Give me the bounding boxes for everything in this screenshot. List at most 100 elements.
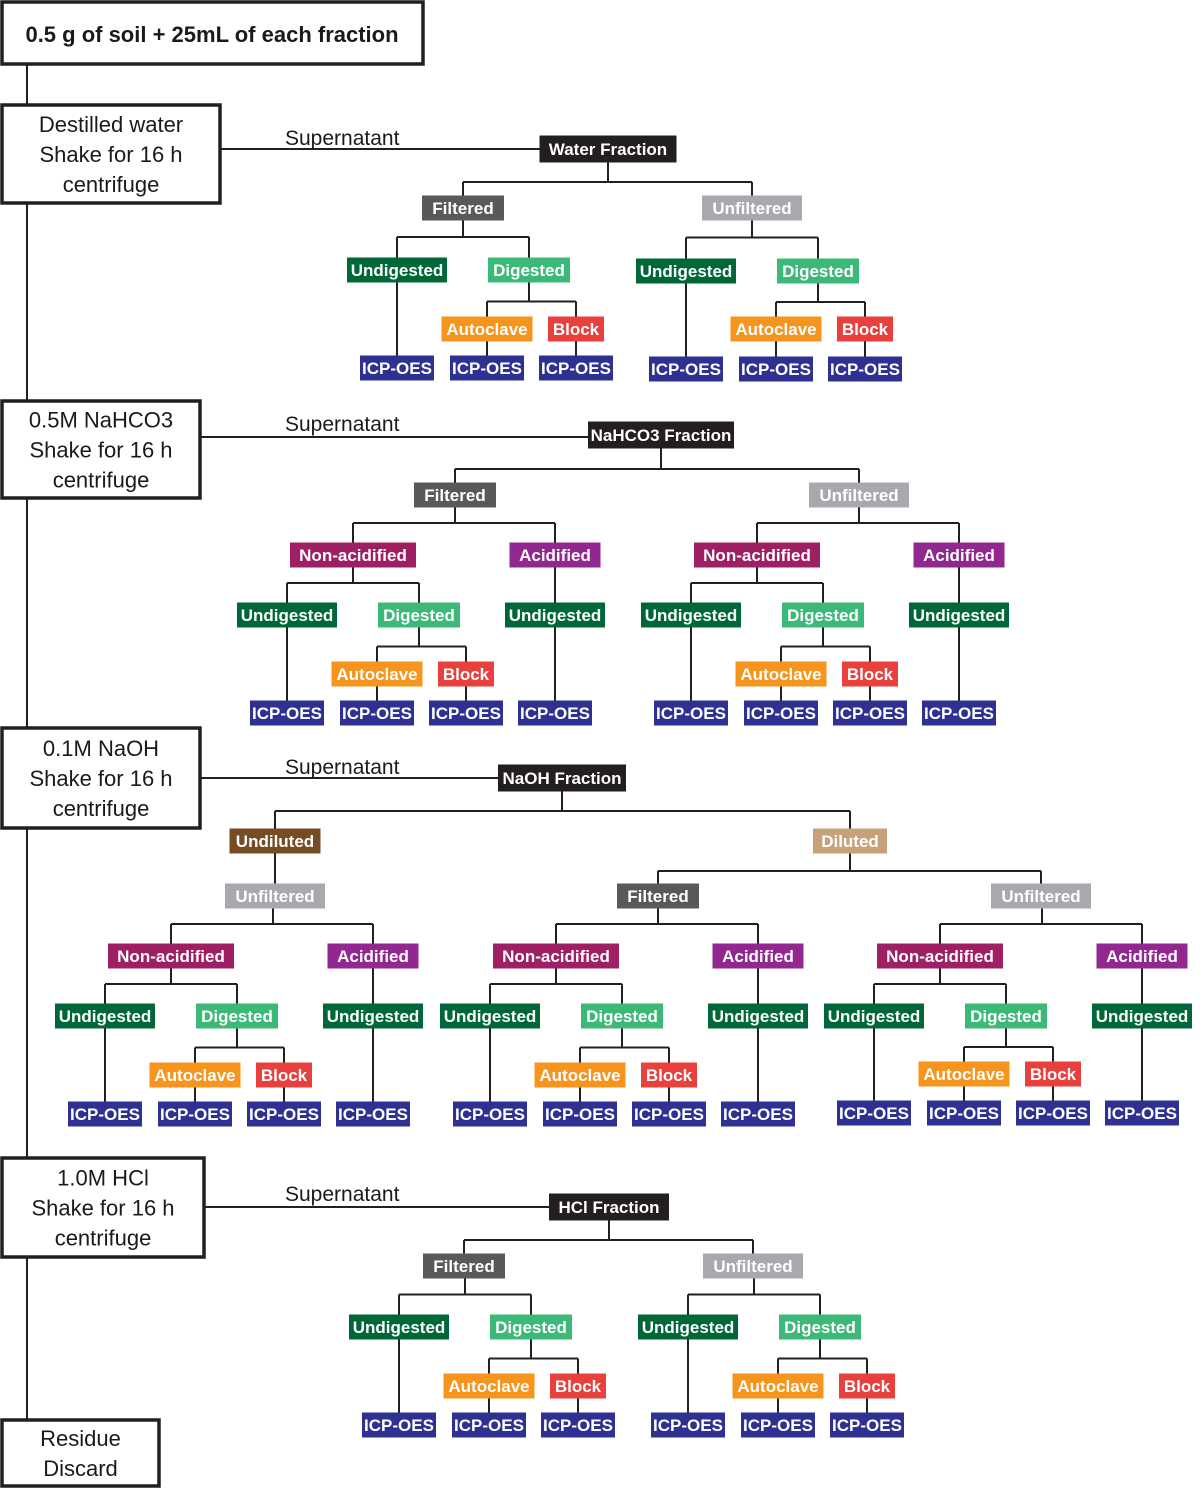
icp-label: ICP-OES <box>743 1416 813 1435</box>
block-label: Block <box>847 665 894 684</box>
non-acidified-node: Non-acidified <box>694 542 820 568</box>
icp-label: ICP-OES <box>249 1105 319 1124</box>
digested-node: Digested <box>581 1003 663 1029</box>
fraction-box <box>498 764 626 792</box>
unfiltered-node: Unfiltered <box>703 1253 803 1279</box>
icp-label: ICP-OES <box>723 1105 793 1124</box>
autoclave-node: Autoclave <box>735 661 827 687</box>
autoclave-label: Autoclave <box>446 320 527 339</box>
icp-label: ICP-OES <box>545 1105 615 1124</box>
icp-node: ICP-OES <box>68 1101 142 1127</box>
unfiltered-box <box>702 195 802 221</box>
unfiltered-label: Unfiltered <box>1001 887 1080 906</box>
fraction-node: NaOH Fraction <box>498 764 626 792</box>
digested-label: Digested <box>782 262 854 281</box>
autoclave-box <box>730 316 822 342</box>
undigested-label: Undigested <box>1096 1007 1189 1026</box>
step-box-line: Destilled water <box>39 112 183 137</box>
fraction-node: HCl Fraction <box>549 1193 669 1221</box>
icp-node: ICP-OES <box>518 700 592 726</box>
undigested-label: Undigested <box>913 606 1006 625</box>
icp-label: ICP-OES <box>746 704 816 723</box>
icp-box <box>250 700 324 726</box>
step-box-frame <box>0 1156 206 1259</box>
undigested-box <box>347 257 447 283</box>
icp-box <box>651 1412 725 1438</box>
undigested-label: Undigested <box>645 606 738 625</box>
autoclave-box <box>918 1061 1010 1087</box>
icp-node: ICP-OES <box>360 355 434 381</box>
icp-node: ICP-OES <box>543 1101 617 1127</box>
non-acidified-box <box>694 542 820 568</box>
non-acidified-node: Non-acidified <box>493 943 619 969</box>
block-box <box>548 316 604 342</box>
top-box-text: 0.5 g of soil + 25mL of each fraction <box>25 22 398 47</box>
undigested-node: Undigested <box>237 602 337 628</box>
icp-box <box>543 1101 617 1127</box>
block-node: Block <box>256 1062 312 1088</box>
undigested-node: Undigested <box>323 1003 423 1029</box>
undigested-node: Undigested <box>505 602 605 628</box>
block-box <box>550 1373 606 1399</box>
autoclave-label: Autoclave <box>737 1377 818 1396</box>
icp-node: ICP-OES <box>1016 1100 1090 1126</box>
supernatant-label: Supernatant <box>285 127 400 150</box>
icp-label: ICP-OES <box>454 1416 524 1435</box>
digested-node: Digested <box>965 1003 1047 1029</box>
top-box-frame <box>0 0 425 66</box>
block-label: Block <box>844 1377 891 1396</box>
undigested-box <box>824 1003 924 1029</box>
autoclave-node: Autoclave <box>732 1373 824 1399</box>
undigested-box <box>1092 1003 1192 1029</box>
icp-box <box>518 700 592 726</box>
autoclave-node: Autoclave <box>730 316 822 342</box>
acidified-label: Acidified <box>337 947 409 966</box>
icp-node: ICP-OES <box>340 700 414 726</box>
supernatant-label: Supernatant <box>285 413 400 436</box>
non-acidified-box <box>877 943 1003 969</box>
filtered-label: Filtered <box>432 199 493 218</box>
filtered-box <box>422 195 504 221</box>
step-box-frame <box>0 726 202 830</box>
undigested-node: Undigested <box>55 1003 155 1029</box>
autoclave-node: Autoclave <box>918 1061 1010 1087</box>
supernatant-label: Supernatant <box>285 756 400 779</box>
autoclave-label: Autoclave <box>740 665 821 684</box>
non-acidified-node: Non-acidified <box>108 943 234 969</box>
digested-label: Digested <box>586 1007 658 1026</box>
non-acidified-label: Non-acidified <box>299 546 407 565</box>
residue-box-line: Discard <box>43 1456 118 1481</box>
non-acidified-label: Non-acidified <box>502 947 610 966</box>
filtered-label: Filtered <box>433 1257 494 1276</box>
icp-label: ICP-OES <box>342 704 412 723</box>
undigested-box <box>708 1003 808 1029</box>
non-acidified-label: Non-acidified <box>703 546 811 565</box>
icp-node: ICP-OES <box>539 355 613 381</box>
autoclave-label: Autoclave <box>336 665 417 684</box>
autoclave-node: Autoclave <box>443 1373 535 1399</box>
top-box: 0.5 g of soil + 25mL of each fraction <box>0 0 425 66</box>
filtered-label: Filtered <box>424 486 485 505</box>
non-acidified-box <box>108 943 234 969</box>
digested-box <box>488 257 570 283</box>
digested-box <box>777 258 859 284</box>
icp-label: ICP-OES <box>830 360 900 379</box>
non-acidified-box <box>493 943 619 969</box>
undigested-node: Undigested <box>440 1003 540 1029</box>
autoclave-label: Autoclave <box>154 1066 235 1085</box>
icp-label: ICP-OES <box>1018 1104 1088 1123</box>
non-acidified-label: Non-acidified <box>886 947 994 966</box>
unfiltered-node: Unfiltered <box>991 883 1091 909</box>
undigested-label: Undigested <box>712 1007 805 1026</box>
icp-node: ICP-OES <box>247 1101 321 1127</box>
icp-label: ICP-OES <box>832 1416 902 1435</box>
diluted-label: Diluted <box>821 832 879 851</box>
block-box <box>839 1373 895 1399</box>
acidified-box <box>327 943 419 969</box>
unfiltered-label: Unfiltered <box>713 1257 792 1276</box>
block-node: Block <box>839 1373 895 1399</box>
block-box <box>641 1062 697 1088</box>
